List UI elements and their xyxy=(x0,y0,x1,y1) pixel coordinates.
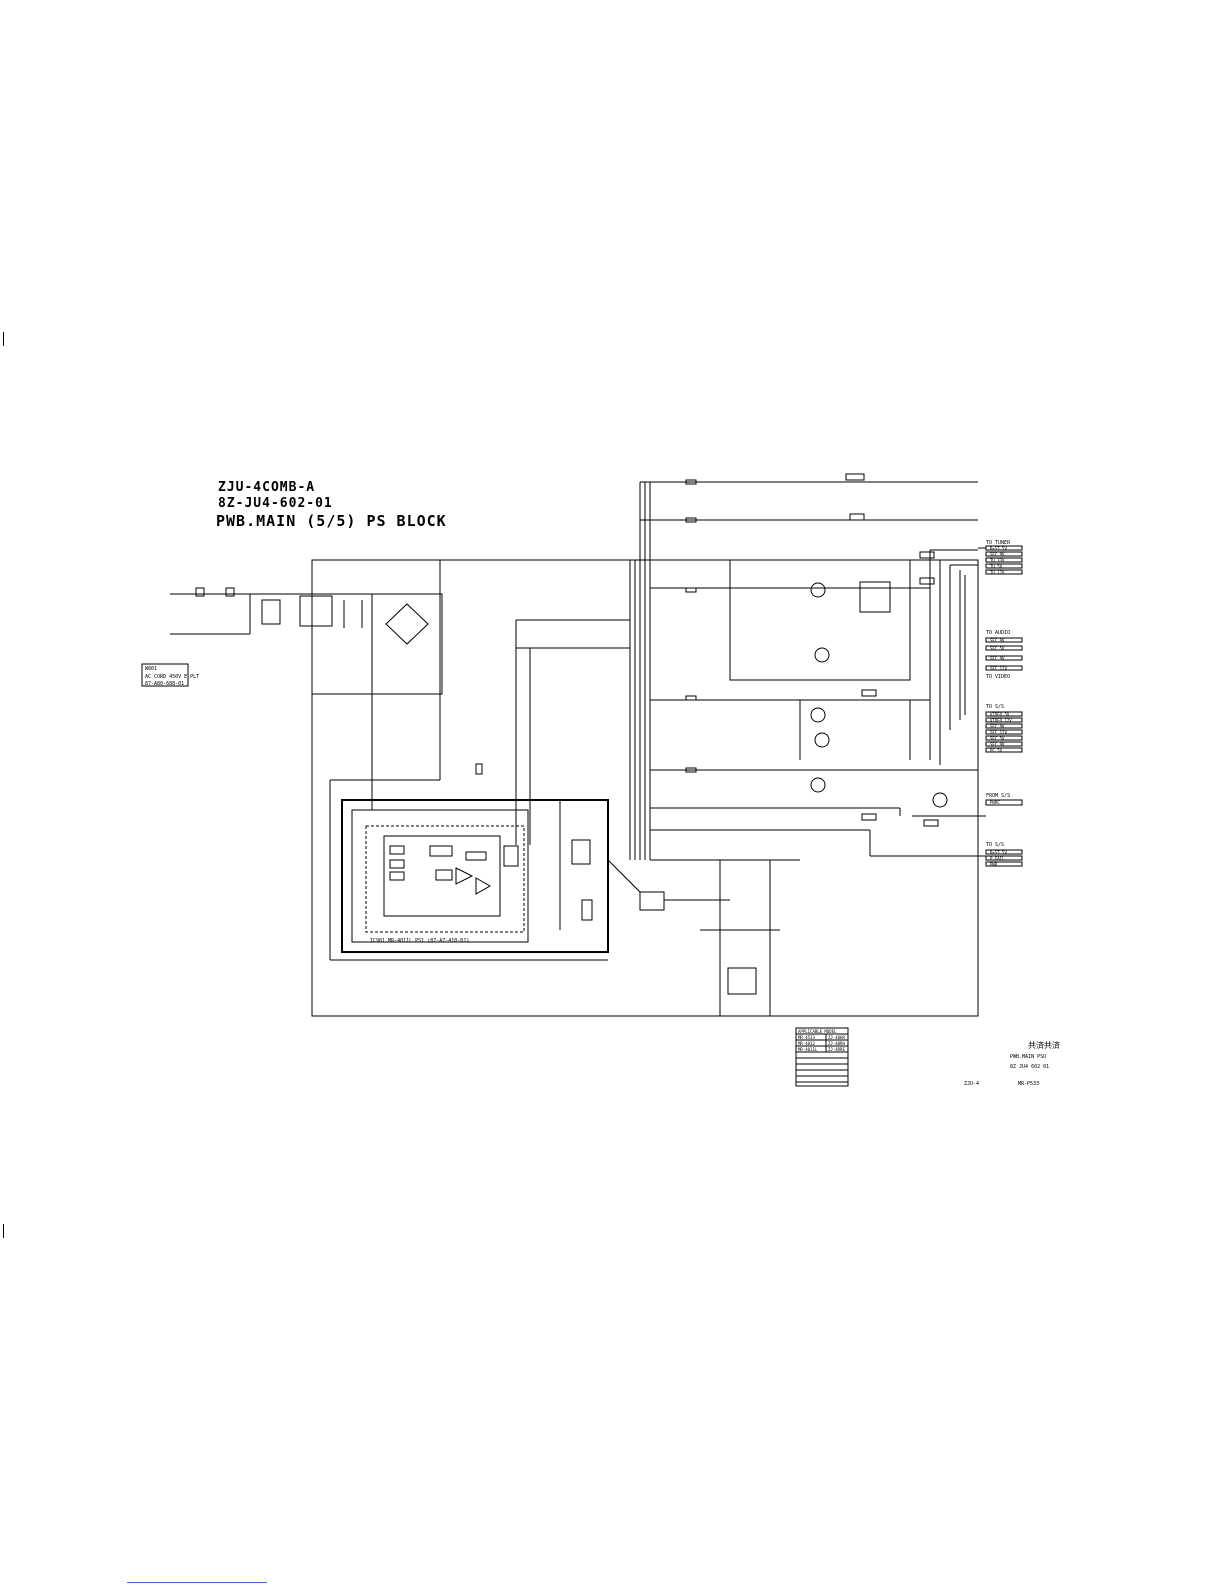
title-block-model: ZJU-4 xyxy=(964,1081,979,1087)
from-ss-label: FROM S/S xyxy=(986,793,1010,799)
ss-pin-7: PC 5V xyxy=(990,748,1003,753)
table-cell: ZJ-40HR xyxy=(828,1035,845,1040)
ss2-pin-1: B+ST 5V xyxy=(990,850,1007,855)
table-cell: MR-4533 xyxy=(798,1035,815,1040)
title-block-doc: 8Z JU4 602 01 xyxy=(1010,1064,1049,1070)
table-header: APPLICABLE MODEL xyxy=(798,1029,837,1034)
company-logo: 共済共済 xyxy=(1028,1040,1060,1050)
title-block-code: MR-P533 xyxy=(1018,1081,1039,1087)
ss-pin-4: SEC 12V xyxy=(990,730,1007,735)
audio-pin-1: SEC 9V xyxy=(990,638,1005,643)
tuner-pin-4: TU 5V xyxy=(990,564,1003,569)
tuner-pin-1: B+ST 5V xyxy=(990,546,1007,551)
output-connectors xyxy=(985,545,1023,867)
to-ss2-label: TO S/S xyxy=(986,842,1004,848)
table-cell: ZJ-40RH xyxy=(828,1041,845,1046)
footer-link-underline xyxy=(127,1582,267,1583)
to-video-label: TO VIDEO xyxy=(986,674,1010,680)
ss-pin-2: VIDEO 12V xyxy=(990,718,1012,723)
registration-mark-bottom xyxy=(3,1224,4,1238)
applicable-model-table xyxy=(795,1027,849,1087)
tuner-pin-2: SEC 9V xyxy=(990,552,1005,557)
table-cell: MR-4011L xyxy=(798,1047,818,1052)
ss-pin-5: SEC 5V xyxy=(990,736,1005,741)
ss2-pin-3: PWR xyxy=(990,862,998,867)
cord-note-line3: 87-A80-688-01 xyxy=(145,681,184,687)
title-block-sheet: PWB.MAIN PSU xyxy=(1010,1054,1046,1060)
to-audio-label: TO AUDIO xyxy=(986,630,1010,636)
audio-pin-4: SEC 12V xyxy=(990,666,1007,671)
cord-note-line2: AC CORD 450V E PLT xyxy=(145,674,199,680)
tuner-pin-5: TU 12V xyxy=(990,570,1005,575)
audio-pin-2: SEC 5V xyxy=(990,646,1005,651)
model-title: ZJU-4COMB-A xyxy=(218,480,316,495)
ic-label: IC901 MR-4011L PS1 (87-A7-410-01) xyxy=(370,938,469,944)
ss-pin-1: VIDEO 5V xyxy=(990,712,1010,717)
ss-pin-6: SEC 9V xyxy=(990,742,1005,747)
from-ss-pin-1: PWRC xyxy=(990,800,1000,805)
block-title: PWB.MAIN (5/5) PS BLOCK xyxy=(216,512,447,530)
audio-pin-3: SEC 9V xyxy=(990,656,1005,661)
table-cell: MR-4012 xyxy=(798,1041,815,1046)
tuner-pin-3: TU 33V xyxy=(990,558,1005,563)
ss-pin-3: SEC 9V xyxy=(990,724,1005,729)
ss2-pin-2: P FAIL xyxy=(990,856,1005,861)
part-number-title: 8Z-JU4-602-01 xyxy=(218,496,333,511)
cord-note-line1: W801 xyxy=(145,666,157,672)
cord-note-box xyxy=(141,663,189,687)
to-ss-label: TO S/S xyxy=(986,704,1004,710)
table-cell: ZJ-4RRE xyxy=(828,1047,845,1052)
registration-mark-top xyxy=(3,332,4,346)
to-tuner-label: TO TUNER xyxy=(986,540,1011,546)
